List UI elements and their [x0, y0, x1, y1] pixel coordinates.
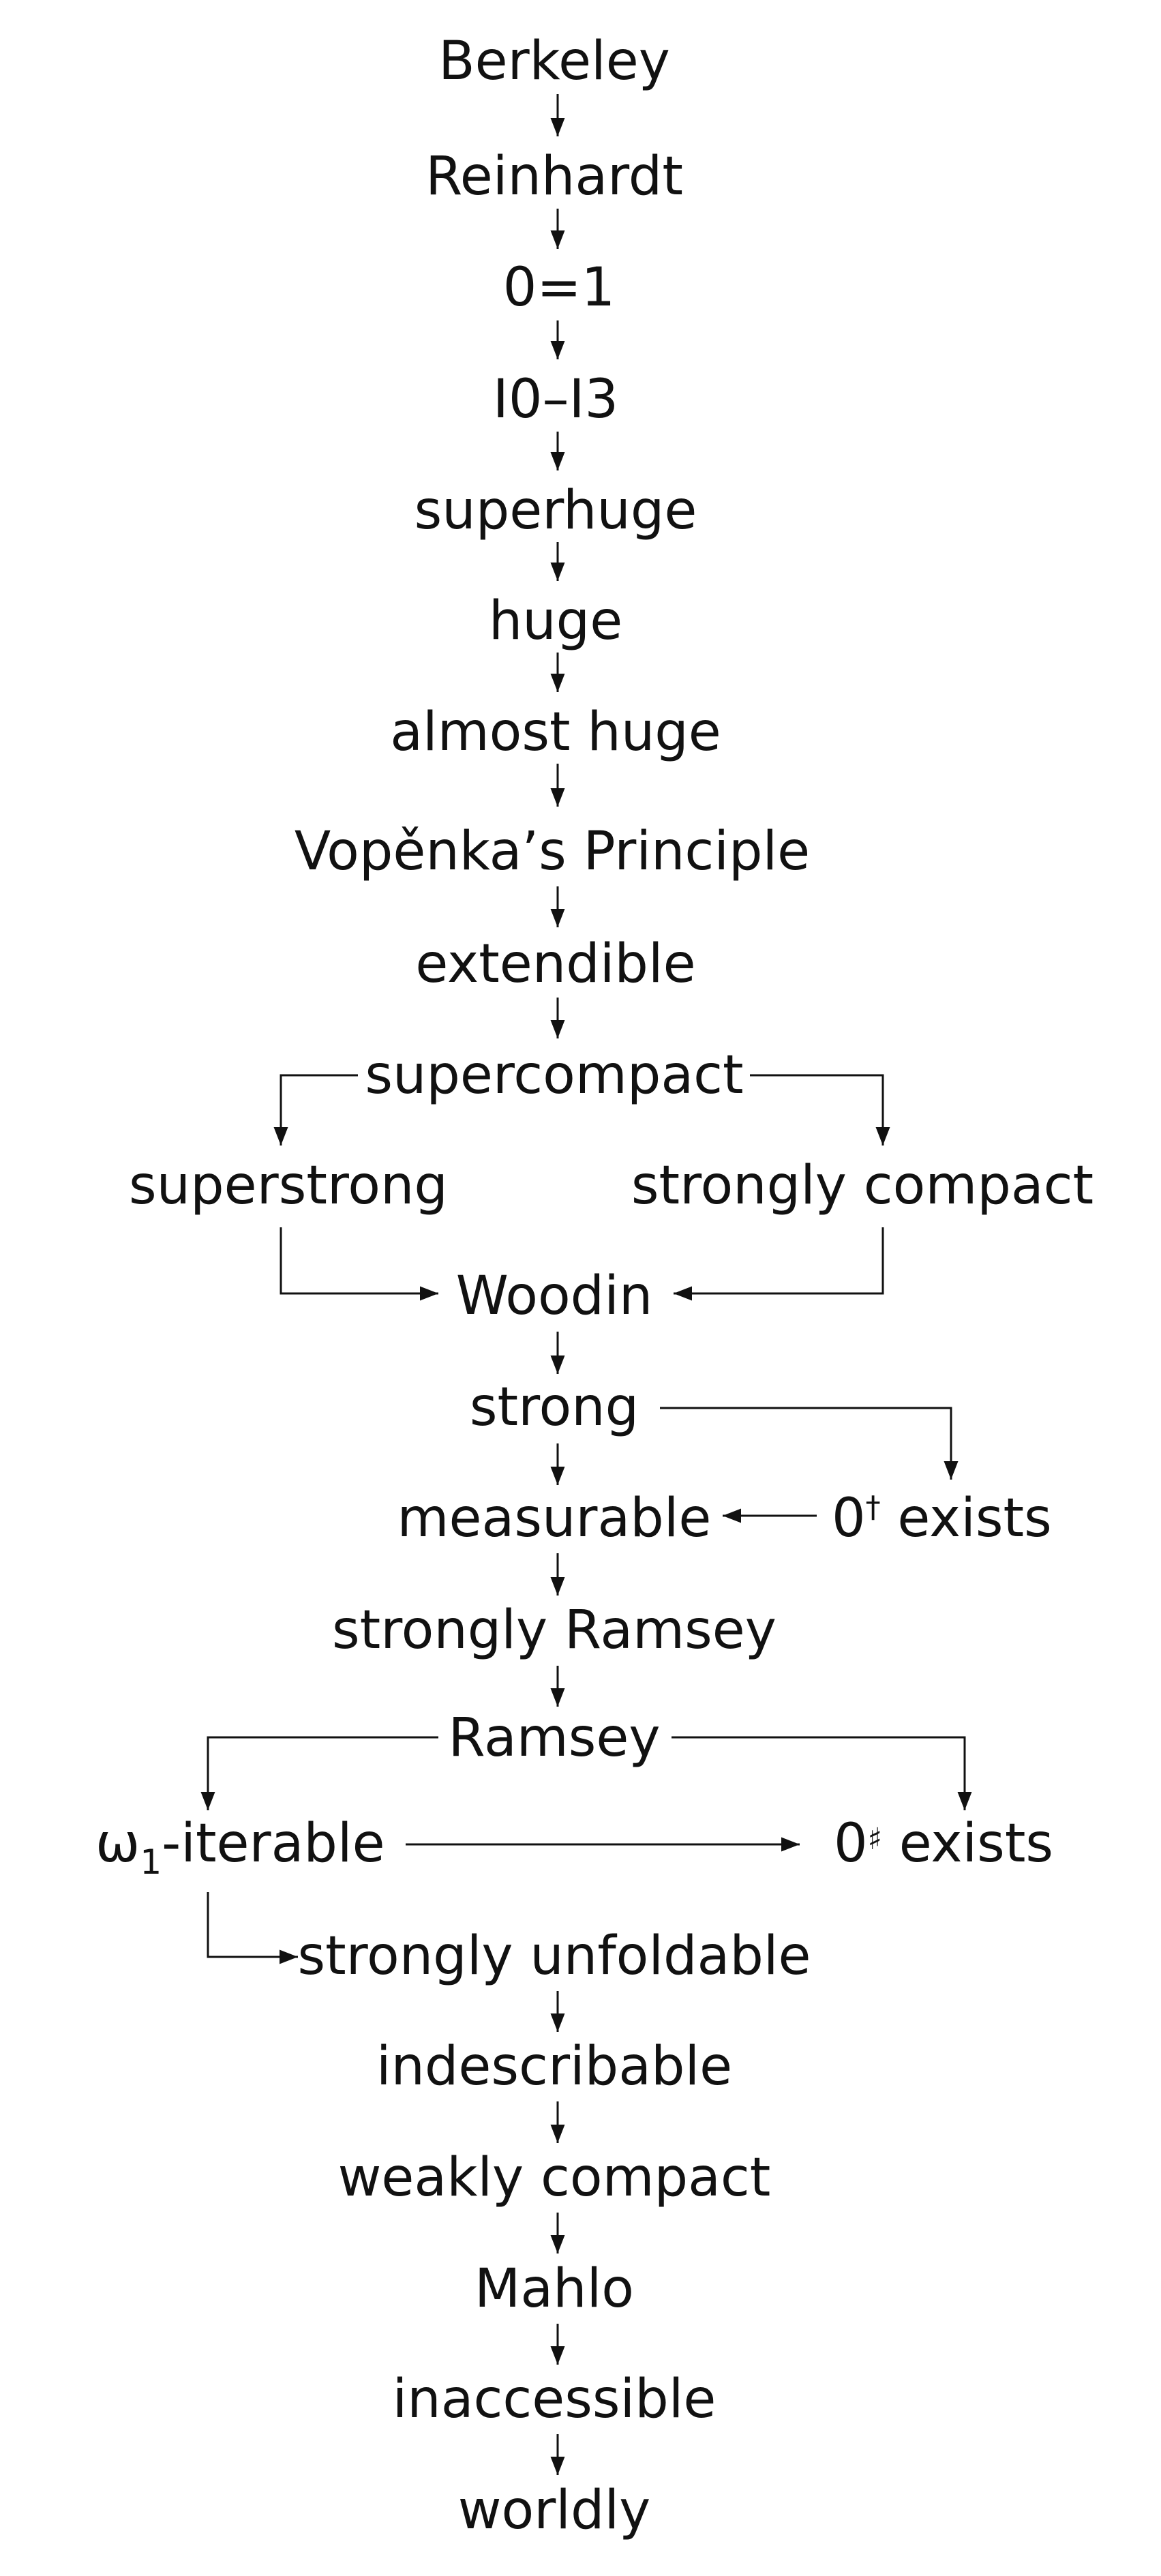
edge-ramsey-zero-sharp: [672, 1736, 972, 1810]
node-zero-sharp: 0♯ exists: [834, 1813, 1053, 1874]
node-supercompact: supercompact: [365, 1045, 743, 1106]
node-strongly-compact: strongly compact: [631, 1155, 1094, 1216]
node-zero-dagger: 0† exists: [832, 1488, 1052, 1549]
zero-sharp-rest: exists: [882, 1813, 1053, 1874]
node-i0-i3: I0–I3: [493, 369, 618, 430]
node-zero-eq-one: 0=1: [503, 257, 616, 318]
edges: [200, 94, 972, 2475]
node-vopenka: Vopěnka’s Principle: [295, 821, 810, 882]
node-strongly-unfoldable: strongly unfoldable: [297, 1926, 811, 1987]
node-inaccessible: inaccessible: [393, 2369, 717, 2430]
node-woodin: Woodin: [456, 1265, 653, 1327]
nodes: Berkeley Reinhardt 0=1 I0–I3 superhuge h…: [95, 31, 1094, 2541]
omega-sub: 1: [140, 1842, 162, 1882]
node-huge: huge: [489, 590, 622, 652]
node-almost-huge: almost huge: [390, 702, 721, 763]
node-ramsey: Ramsey: [448, 1707, 660, 1769]
zero-sharp-mark: ♯: [868, 1822, 882, 1857]
zero-dagger-rest: exists: [881, 1488, 1052, 1549]
node-strong: strong: [470, 1377, 639, 1438]
edge-strong-zero-dagger: [660, 1407, 959, 1480]
edge-ramsey-omega1-iterable: [200, 1736, 438, 1810]
node-superhuge: superhuge: [414, 480, 697, 541]
node-reinhardt: Reinhardt: [425, 146, 683, 207]
edge-supercompact-superstrong: [273, 1074, 358, 1145]
node-worldly: worldly: [458, 2480, 651, 2541]
edge-omega1-iterable-strongly-unfoldable: [207, 1892, 298, 1964]
omega-rest: -iterable: [162, 1813, 385, 1874]
edge-superstrong-woodin: [280, 1227, 438, 1301]
node-indescribable: indescribable: [376, 2036, 732, 2097]
node-weakly-compact: weakly compact: [338, 2147, 771, 2208]
zero-dagger-base: 0: [832, 1488, 866, 1549]
zero-sharp-base: 0: [834, 1813, 868, 1874]
omega-base: ω: [95, 1813, 140, 1874]
node-omega1-iterable: ω1-iterable: [95, 1813, 385, 1882]
edge-strongly-compact-woodin: [674, 1227, 884, 1301]
node-berkeley: Berkeley: [438, 31, 670, 92]
node-strongly-ramsey: strongly Ramsey: [332, 1600, 776, 1661]
node-superstrong: superstrong: [129, 1155, 448, 1216]
node-extendible: extendible: [415, 933, 695, 995]
node-mahlo: Mahlo: [474, 2258, 634, 2320]
node-measurable: measurable: [397, 1488, 712, 1549]
zero-dagger-mark: †: [866, 1490, 881, 1525]
edge-supercompact-strongly-compact: [750, 1074, 890, 1145]
